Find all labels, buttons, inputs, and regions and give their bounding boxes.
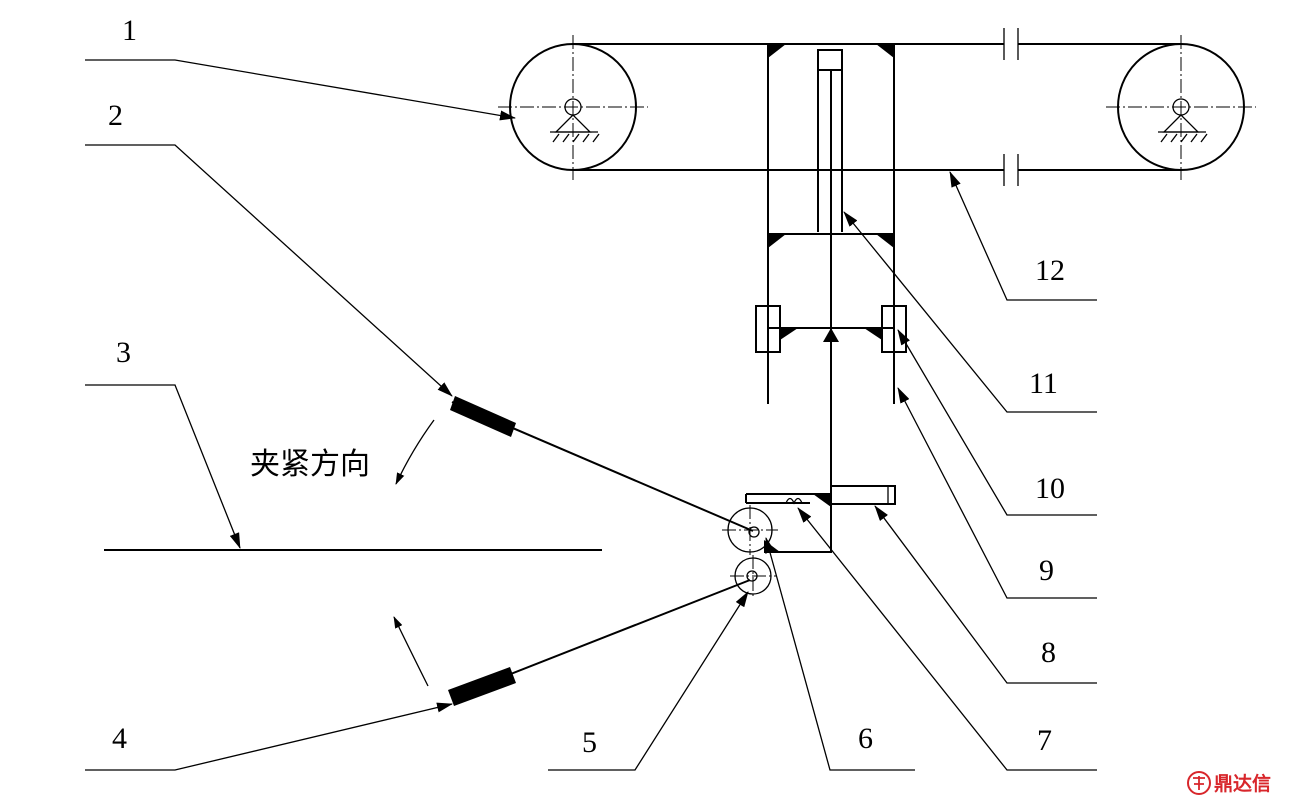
- label-10: 10: [1035, 472, 1065, 505]
- slider-left: [755, 305, 781, 353]
- label-9: 9: [1039, 554, 1054, 587]
- belt-drive: [498, 28, 1256, 186]
- leader-lines: [85, 59, 1097, 771]
- label-6: 6: [858, 722, 873, 755]
- belt: [573, 28, 1181, 186]
- clamp-direction-label: 夹紧方向: [250, 447, 370, 482]
- clamp-direction-arrow-upper: [395, 419, 435, 485]
- label-7: 7: [1037, 724, 1052, 757]
- lower-arm: [448, 579, 751, 706]
- upper-arm: [450, 396, 754, 532]
- clamp-direction-arrow-lower: [393, 616, 429, 687]
- label-12: 12: [1035, 254, 1065, 287]
- plate: [830, 485, 896, 505]
- label-3: 3: [116, 336, 131, 369]
- watermark: 鼎达信: [1187, 771, 1271, 795]
- label-11: 11: [1029, 367, 1058, 400]
- rod: [817, 49, 843, 486]
- slider-right: [881, 305, 907, 353]
- watermark-logo-icon: [1187, 771, 1211, 795]
- label-1: 1: [122, 14, 137, 47]
- label-5: 5: [582, 726, 597, 759]
- label-4: 4: [112, 722, 127, 755]
- label-2: 2: [108, 99, 123, 132]
- watermark-brand: 鼎达信: [1214, 772, 1271, 795]
- label-8: 8: [1041, 636, 1056, 669]
- part-numbers: 1 2 3 4 5 6 7 8 9 10 11 12: [108, 14, 1065, 759]
